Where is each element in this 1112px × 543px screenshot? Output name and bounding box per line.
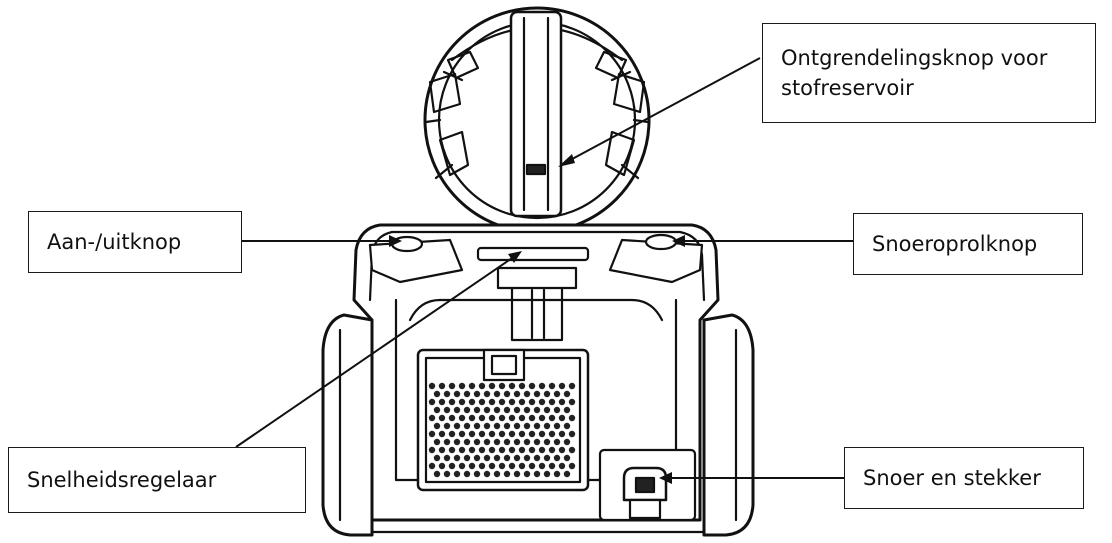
callout-dust-release: Ontgrendelingsknop voor stofreservoir xyxy=(762,23,1096,123)
callout-cord-rewind-text: Snoeroprolknop xyxy=(872,231,1038,256)
arrowhead-cord-plug xyxy=(659,472,672,484)
carry-handle xyxy=(509,10,563,218)
callout-speed: Snelheidsregelaar xyxy=(8,447,306,513)
filter-holes xyxy=(428,382,576,478)
cord-compartment xyxy=(598,448,697,522)
base xyxy=(370,518,706,534)
arrowhead-power xyxy=(389,235,402,247)
leader-speed xyxy=(235,253,519,448)
arrowhead-speed xyxy=(508,251,522,263)
arrowhead-cord-rewind xyxy=(672,235,685,247)
callout-dust-release-text: Ontgrendelingsknop voor stofreservoir xyxy=(781,45,1048,100)
leader-dust-release xyxy=(560,57,761,166)
callout-cord-plug: Snoer en stekker xyxy=(844,447,1084,509)
callout-speed-text: Snelheidsregelaar xyxy=(27,467,217,492)
callout-cord-rewind: Snoeroprolknop xyxy=(853,213,1083,275)
callout-power: Aan-/uitknop xyxy=(28,211,242,273)
callout-power-text: Aan-/uitknop xyxy=(47,229,182,254)
callout-cord-plug-text: Snoer en stekker xyxy=(863,465,1041,490)
wheels xyxy=(321,313,755,537)
arrowhead-dust-release xyxy=(558,154,575,167)
